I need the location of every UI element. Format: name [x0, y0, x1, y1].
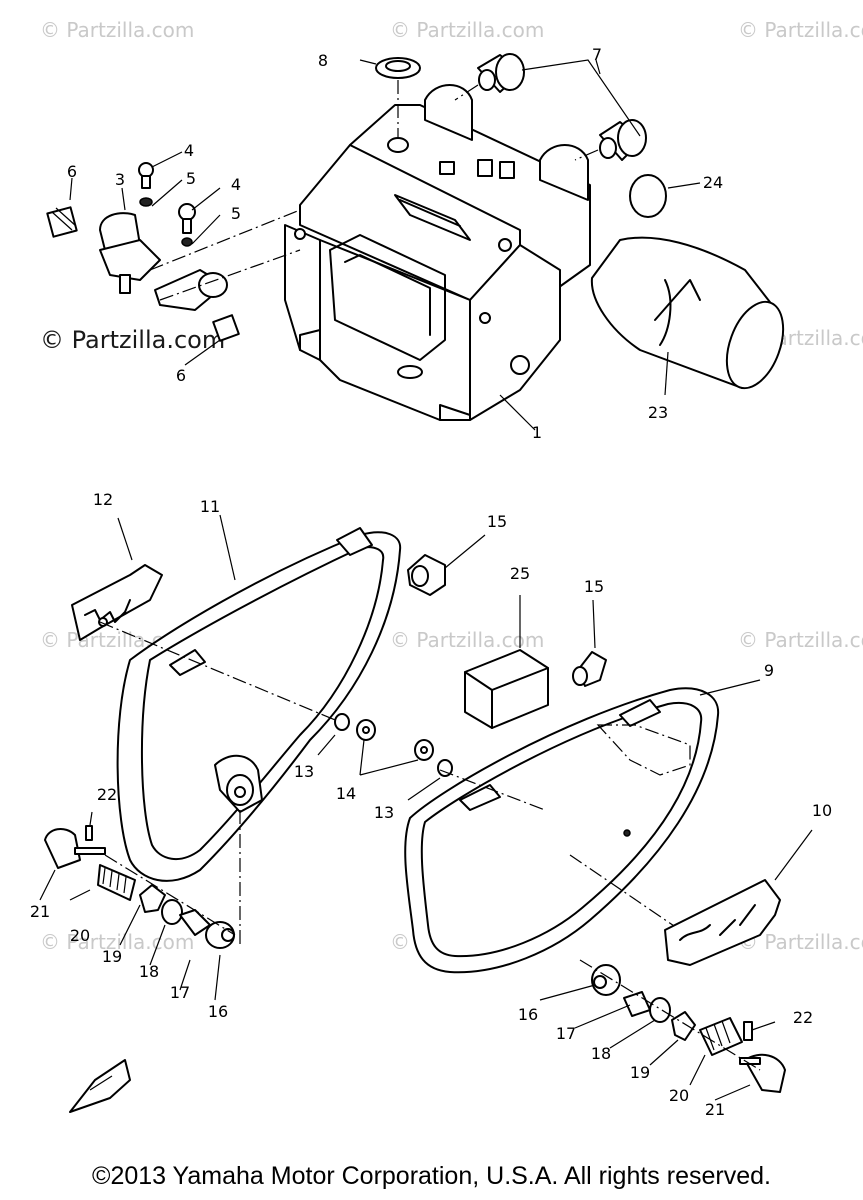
watermark: © Partzilla.com [738, 628, 863, 652]
callout-label: 23 [647, 403, 669, 422]
callout-label: 15 [486, 512, 508, 531]
callout-label: 13 [373, 803, 395, 822]
callout-label: 5 [185, 169, 197, 188]
callout-label: 9 [763, 661, 775, 680]
emblem-part-10 [664, 829, 813, 966]
fasteners-left-16-22 [44, 825, 236, 949]
bracket-parts-3-6 [46, 151, 301, 366]
callout-leader-lines [39, 59, 776, 1101]
callout-label: 16 [207, 1002, 229, 1021]
battery-part-23 [590, 174, 785, 396]
callout-label: 13 [293, 762, 315, 781]
callout-label: 21 [704, 1100, 726, 1119]
callout-label: 20 [668, 1086, 690, 1105]
callout-label: 22 [96, 785, 118, 804]
callout-label: 18 [590, 1044, 612, 1063]
battery-box-part-1 [284, 84, 591, 421]
callout-label: 5 [230, 204, 242, 223]
damper-part-15 [407, 534, 607, 687]
callout-label: 24 [702, 173, 724, 192]
watermark: © Partzilla.com [738, 18, 863, 42]
side-cover-part-9 [404, 679, 761, 974]
nuts-parts-13-14 [317, 713, 453, 801]
relay-part-25 [464, 595, 549, 729]
front-direction-arrow-icon [69, 1059, 131, 1113]
copyright-notice: ©2013 Yamaha Motor Corporation, U.S.A. A… [92, 1162, 771, 1190]
callout-label: 19 [629, 1063, 651, 1082]
callout-label: 14 [335, 784, 357, 803]
callout-label: 15 [583, 577, 605, 596]
callout-label: 6 [66, 162, 78, 181]
watermark: © Partzilla.com [40, 18, 195, 42]
watermark: © Partzilla.com [40, 326, 226, 354]
watermark: © Partzilla.com [390, 18, 545, 42]
fasteners-right-16-22 [579, 959, 786, 1093]
callout-label: 10 [811, 801, 833, 820]
callout-label: 18 [138, 962, 160, 981]
callout-label: 4 [230, 175, 242, 194]
callout-label: 3 [114, 170, 126, 189]
callout-label: 22 [792, 1008, 814, 1027]
callout-label: 17 [169, 983, 191, 1002]
watermark: © Partzilla.com [390, 628, 545, 652]
damper-part-7 [454, 53, 647, 161]
callout-label: 25 [509, 564, 531, 583]
callout-label: 21 [29, 902, 51, 921]
callout-label: 1 [531, 423, 543, 442]
callout-label: 19 [101, 947, 123, 966]
bracket-part-12 [71, 517, 163, 641]
callout-label: 16 [517, 1005, 539, 1024]
callout-label: 20 [69, 926, 91, 945]
callout-label: 8 [317, 51, 329, 70]
callout-label: 7 [591, 45, 603, 64]
callout-label: 12 [92, 490, 114, 509]
grommet-part-8 [359, 57, 421, 138]
callout-label: 4 [183, 141, 195, 160]
callout-label: 11 [199, 497, 221, 516]
callout-label: 17 [555, 1024, 577, 1043]
watermark: © Partzilla.com [40, 930, 195, 954]
side-cover-part-11 [99, 514, 402, 945]
callout-label: 6 [175, 366, 187, 385]
